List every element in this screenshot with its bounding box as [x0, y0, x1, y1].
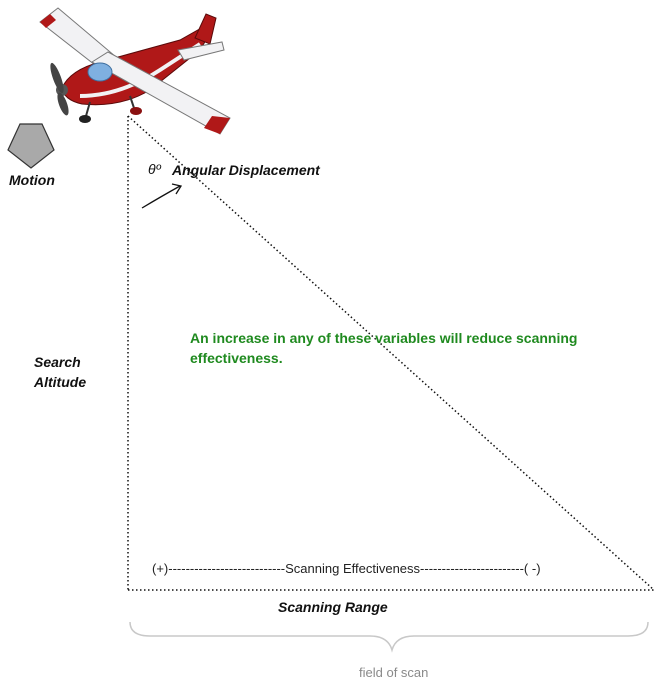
scanning-note: An increase in any of these variables wi…: [190, 330, 578, 366]
search-altitude-label-line2: Altitude: [34, 374, 87, 390]
scan-triangle: [127, 115, 654, 591]
search-altitude-label-line1: Search: [34, 354, 81, 370]
motion-label: Motion: [9, 172, 55, 188]
theta-label: θº: [148, 161, 161, 177]
field-of-scan-label: field of scan: [359, 665, 429, 680]
effectiveness-scale: (+)---------------------------Scanning E…: [152, 561, 541, 576]
field-of-scan-brace: [129, 621, 649, 653]
motion-arrow-icon: [7, 123, 55, 169]
angular-displacement-label: Angular Displacement: [172, 162, 320, 178]
angle-arrow-icon: [141, 183, 183, 209]
airplane-icon: [39, 7, 231, 135]
scanning-range-label: Scanning Range: [278, 599, 388, 615]
